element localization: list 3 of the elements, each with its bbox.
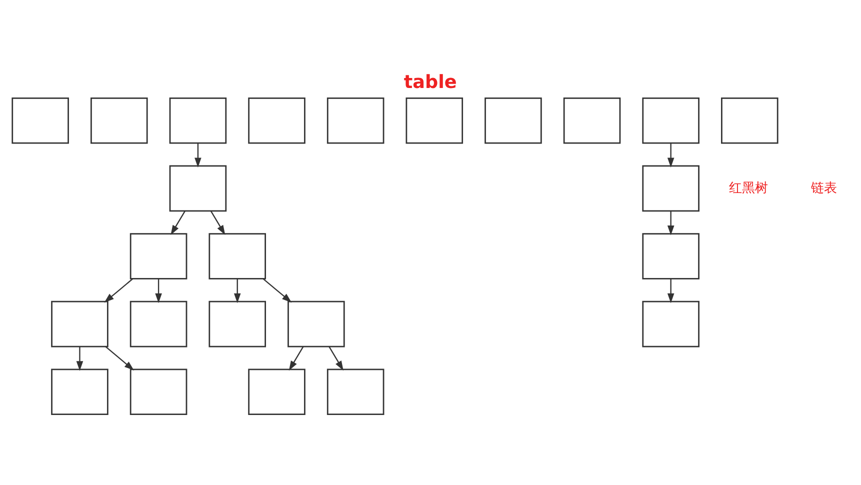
label: 红黑树: [729, 180, 768, 196]
label: 链表: [810, 180, 837, 196]
diagram-title: table: [404, 72, 457, 94]
